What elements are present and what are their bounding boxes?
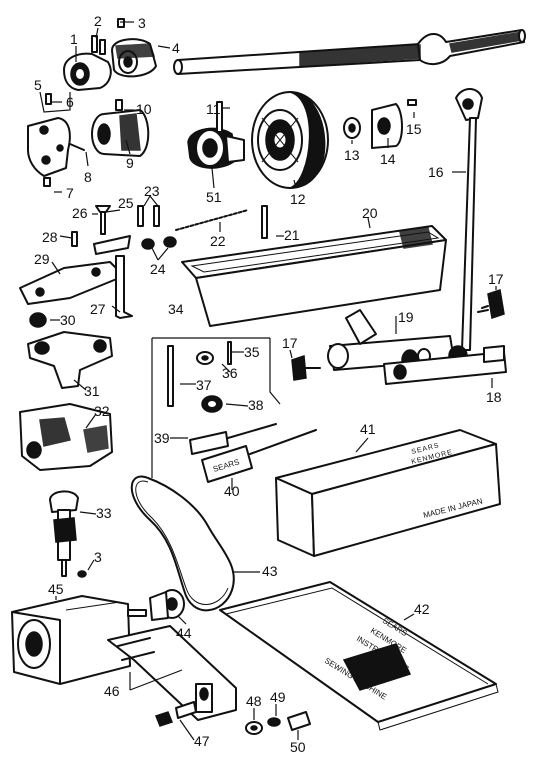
callout-7: 7 — [66, 185, 74, 201]
shaft-cam — [111, 18, 157, 78]
bobbin-and-pins — [167, 341, 232, 413]
callout-48: 48 — [246, 693, 262, 709]
accessory-box: SEARS KENMORE MADE IN JAPAN — [275, 429, 501, 557]
callout-50: 50 — [290, 739, 306, 755]
callout-30: 30 — [60, 312, 76, 328]
callout-34: 34 — [168, 301, 184, 317]
callout-49: 49 — [270, 689, 286, 705]
spring-and-pin — [175, 205, 268, 239]
leader-lines — [39, 21, 497, 741]
drive-belt — [130, 475, 235, 612]
callout-18: 18 — [486, 389, 502, 405]
motor — [11, 595, 147, 685]
callout-42: 42 — [414, 601, 430, 617]
callout-3b: 3 — [94, 549, 102, 565]
callout-4: 4 — [172, 40, 180, 56]
rocker-shaft — [27, 331, 113, 389]
bevel-gear-shaft — [49, 490, 87, 578]
presser-bar-assembly — [327, 309, 507, 385]
bracket-screws — [155, 701, 197, 727]
callout-22: 22 — [210, 233, 226, 249]
callout-28: 28 — [42, 229, 58, 245]
callout-32: 32 — [94, 403, 110, 419]
handwheel — [251, 91, 329, 189]
callout-12: 12 — [290, 191, 306, 207]
accessories-bracket — [151, 337, 281, 478]
callout-51: 51 — [206, 189, 222, 205]
callout-19: 19 — [398, 309, 414, 325]
callout-47: 47 — [194, 733, 210, 749]
callout-43: 43 — [262, 563, 278, 579]
hook-assembly — [19, 403, 113, 471]
callout-16: 16 — [428, 164, 444, 180]
callout-13: 13 — [344, 147, 360, 163]
eccentric-cam — [63, 35, 112, 91]
callout-26: 26 — [72, 205, 88, 221]
callout-10: 10 — [136, 101, 152, 117]
callout-38: 38 — [248, 397, 264, 413]
small-screws-group — [71, 205, 177, 250]
callout-14: 14 — [380, 151, 396, 167]
callout-numbers: 1 2 3 4 5 6 7 8 9 10 11 12 13 14 15 16 1… — [34, 13, 504, 755]
handwheel-knob-set — [343, 99, 417, 149]
callout-25: 25 — [118, 195, 134, 211]
callout-5: 5 — [34, 77, 42, 93]
callout-44: 44 — [176, 625, 192, 641]
motor-pulley — [149, 589, 185, 621]
callout-36: 36 — [222, 365, 238, 381]
bearing-assembly — [91, 99, 150, 157]
callout-45: 45 — [48, 581, 64, 597]
large-screwdriver: SEARS — [201, 429, 317, 483]
callout-15: 15 — [406, 121, 422, 137]
callout-2: 2 — [94, 13, 102, 29]
callout-24: 24 — [150, 261, 166, 277]
callout-17-right: 17 — [488, 271, 504, 287]
small-screwdriver — [189, 423, 277, 455]
callout-17-left: 17 — [282, 335, 298, 351]
callout-6: 6 — [66, 94, 74, 110]
instruction-manual: SEARS KENMORE INSTRUCTIONS SEWING MACHIN… — [219, 581, 499, 731]
thumb-screw-left — [291, 354, 321, 381]
callout-9: 9 — [126, 155, 134, 171]
callout-33: 33 — [96, 505, 112, 521]
callout-27: 27 — [90, 301, 106, 317]
callout-29: 29 — [34, 251, 50, 267]
callout-21: 21 — [284, 227, 300, 243]
nut — [29, 312, 47, 328]
callout-1: 1 — [70, 31, 78, 47]
callout-23: 23 — [144, 183, 160, 199]
callout-46: 46 — [104, 683, 120, 699]
feed-lever — [19, 235, 133, 319]
main-shaft — [173, 29, 526, 75]
callout-31: 31 — [84, 383, 100, 399]
callout-40: 40 — [224, 483, 240, 499]
callout-20: 20 — [362, 205, 378, 221]
thumb-screw-right — [477, 289, 505, 319]
needle-bar-lever — [455, 88, 483, 351]
callout-3: 3 — [138, 15, 146, 31]
motor-bracket — [107, 625, 237, 721]
callout-41: 41 — [360, 421, 376, 437]
callout-39: 39 — [154, 430, 170, 446]
bracket-assembly — [27, 93, 85, 187]
callout-11: 11 — [206, 101, 221, 117]
clutch-gear — [187, 101, 245, 169]
accessory-tray — [181, 225, 447, 327]
callout-37: 37 — [196, 377, 212, 393]
callout-35: 35 — [244, 344, 260, 360]
callout-8: 8 — [84, 169, 92, 185]
washer-and-screw — [245, 711, 311, 735]
